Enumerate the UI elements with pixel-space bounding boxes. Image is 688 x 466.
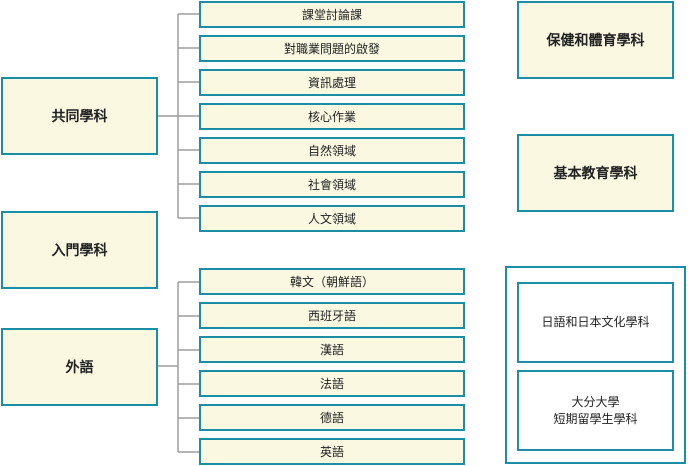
dept-intro: 入門學科 bbox=[1, 211, 158, 289]
language-box: 韓文（朝鮮語） bbox=[199, 268, 465, 295]
dept-japanese-culture: 日語和日本文化學科 bbox=[517, 282, 674, 363]
course-label: 課堂討論課 bbox=[301, 8, 362, 22]
dept-basic-education-label: 基本教育學科 bbox=[553, 166, 638, 182]
language-label: 德語 bbox=[319, 411, 344, 425]
language-box: 漢語 bbox=[199, 336, 465, 363]
language-label: 法語 bbox=[319, 377, 344, 391]
language-label: 韓文（朝鮮語） bbox=[289, 275, 374, 289]
language-label: 英語 bbox=[319, 445, 344, 459]
course-label: 資訊處理 bbox=[307, 76, 356, 90]
course-label: 核心作業 bbox=[307, 110, 356, 124]
course-label: 社會領域 bbox=[307, 178, 356, 192]
dept-intro-label: 入門學科 bbox=[51, 243, 108, 259]
course-box: 核心作業 bbox=[199, 103, 465, 130]
dept-health: 保健和體育學科 bbox=[517, 1, 674, 79]
dept-languages-label: 外語 bbox=[65, 360, 94, 376]
language-box: 德語 bbox=[199, 404, 465, 431]
course-label: 人文領域 bbox=[307, 212, 356, 226]
dept-short-term-line1: 大分大學 bbox=[571, 394, 620, 409]
dept-japanese-culture-label: 日語和日本文化學科 bbox=[541, 315, 650, 329]
language-label: 西班牙語 bbox=[307, 309, 356, 323]
dept-languages: 外語 bbox=[1, 328, 158, 406]
language-label: 漢語 bbox=[319, 343, 344, 357]
course-box: 課堂討論課 bbox=[199, 1, 465, 28]
dept-basic-education: 基本教育學科 bbox=[517, 134, 674, 212]
course-box: 人文領域 bbox=[199, 205, 465, 232]
language-box: 西班牙語 bbox=[199, 302, 465, 329]
course-label: 自然領域 bbox=[307, 144, 356, 158]
course-box: 社會領域 bbox=[199, 171, 465, 198]
dept-health-label: 保健和體育學科 bbox=[546, 33, 645, 49]
dept-general: 共同學科 bbox=[1, 77, 158, 155]
course-box: 資訊處理 bbox=[199, 69, 465, 96]
dept-short-term: 大分大學 短期留學生學科 bbox=[517, 370, 674, 451]
language-box: 英語 bbox=[199, 438, 465, 465]
course-label: 對職業問題的啟發 bbox=[283, 42, 380, 56]
dept-general-label: 共同學科 bbox=[51, 109, 108, 125]
course-box: 對職業問題的啟發 bbox=[199, 35, 465, 62]
course-box: 自然領域 bbox=[199, 137, 465, 164]
language-box: 法語 bbox=[199, 370, 465, 397]
dept-short-term-line2: 短期留學生學科 bbox=[553, 411, 638, 426]
